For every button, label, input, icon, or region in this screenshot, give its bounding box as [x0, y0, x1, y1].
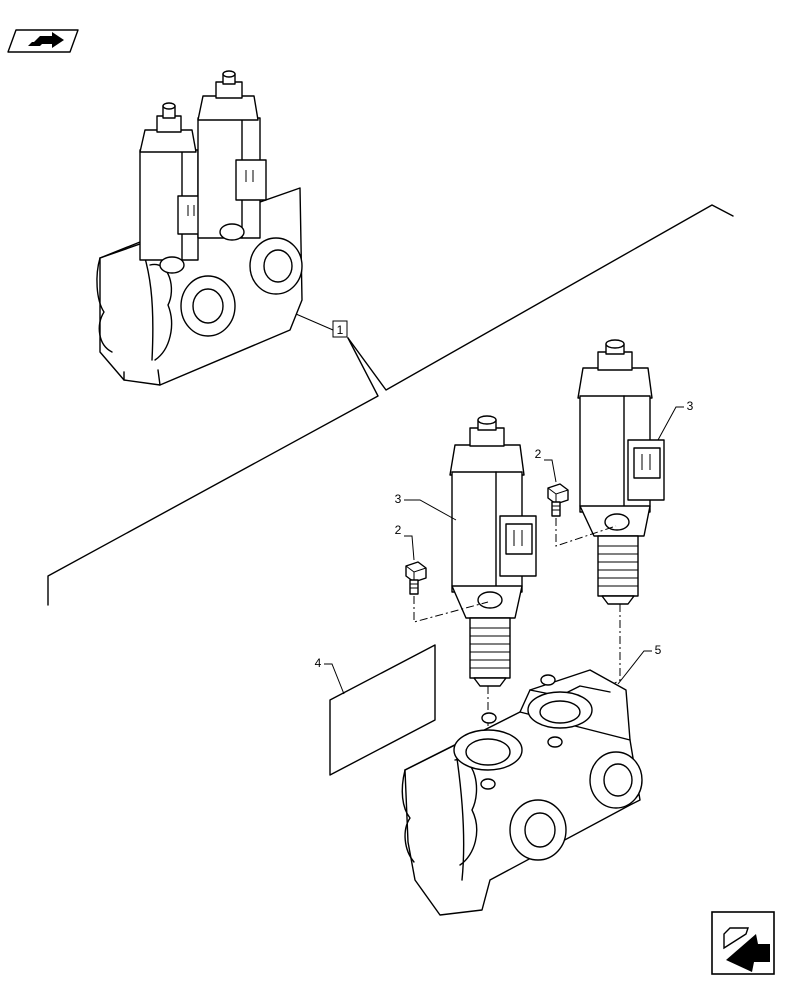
callout-label-1: 1: [337, 323, 344, 337]
callout-5: 5: [617, 643, 662, 685]
callout-label-2-left: 2: [395, 523, 402, 537]
callout-label-3-left: 3: [395, 492, 402, 506]
solenoid-valve-left: [449, 415, 537, 687]
callout-1: 1: [295, 313, 348, 338]
screw-left: [405, 561, 427, 595]
exploded-view-bracket: [47, 204, 734, 606]
callout-label-2-right: 2: [535, 447, 542, 461]
assembled-valve-unit: [96, 70, 303, 386]
screw-right: [547, 483, 569, 517]
callout-3-left: 3: [395, 492, 457, 521]
callout-label-3-right: 3: [687, 399, 694, 413]
callout-2-left: 2: [395, 523, 415, 561]
callout-label-4: 4: [315, 656, 322, 670]
next-page-arrow-icon[interactable]: [711, 911, 775, 975]
valve-body: [401, 669, 643, 916]
callout-3-right: 3: [657, 399, 694, 441]
callout-4: 4: [315, 656, 345, 695]
decal: [329, 644, 436, 776]
solenoid-valve-right: [577, 339, 665, 605]
callout-label-5: 5: [655, 643, 662, 657]
book-arrow-icon[interactable]: [7, 29, 79, 53]
callout-2-right: 2: [535, 447, 557, 483]
